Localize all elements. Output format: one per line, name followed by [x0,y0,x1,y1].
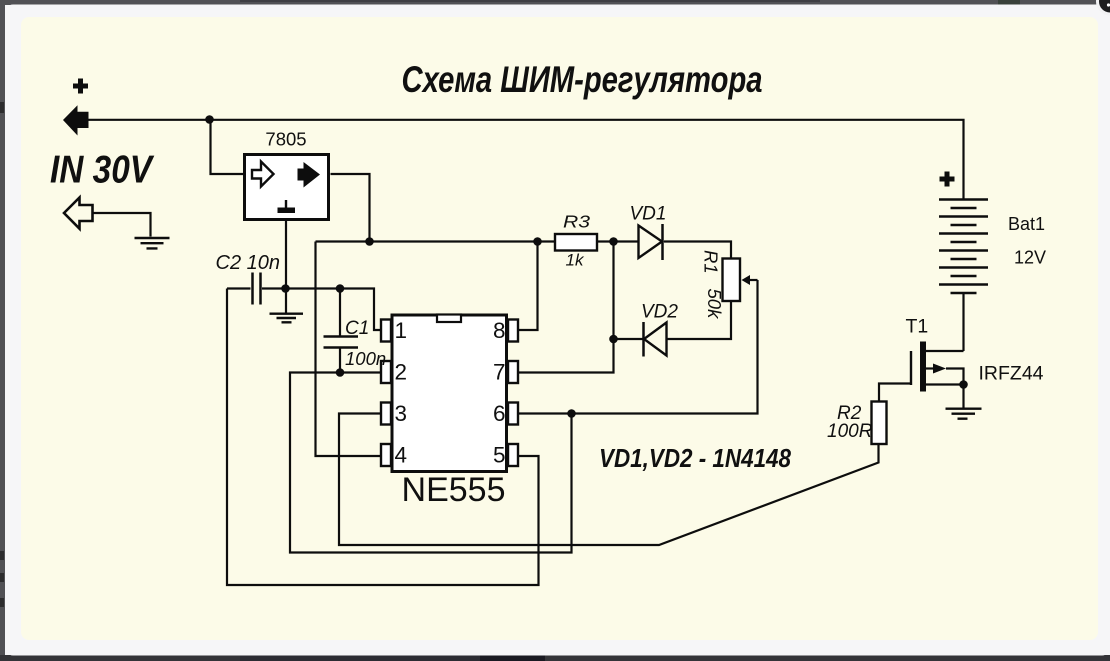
svg-text:R3: R3 [563,212,590,232]
svg-text:Bat1: Bat1 [1008,214,1045,234]
svg-text:4: 4 [395,443,408,468]
svg-text:7: 7 [493,360,506,385]
svg-text:5: 5 [493,443,506,468]
svg-text:VD1,VD2 - 1N4148: VD1,VD2 - 1N4148 [599,443,791,473]
svg-text:50k: 50k [704,289,725,321]
svg-text:R2: R2 [837,403,862,424]
svg-text:100R: 100R [827,421,873,442]
svg-text:7805: 7805 [265,129,306,150]
svg-text:Схема ШИМ-регулятора: Схема ШИМ-регулятора [402,58,763,100]
svg-text:2: 2 [395,360,408,385]
svg-text:12V: 12V [1014,248,1046,268]
svg-text:VD1: VD1 [630,204,667,225]
svg-text:1: 1 [395,318,408,343]
svg-text:8: 8 [493,318,506,343]
svg-text:6: 6 [493,401,506,426]
svg-text:NE555: NE555 [402,471,506,509]
svg-text:VD2: VD2 [641,302,678,323]
svg-text:R1: R1 [701,250,722,274]
svg-text:C2 10n: C2 10n [216,252,281,274]
svg-text:IN 30V: IN 30V [50,149,155,192]
svg-text:IRFZ44: IRFZ44 [979,363,1044,385]
svg-text:100n: 100n [345,348,386,369]
svg-text:C1: C1 [345,318,369,339]
svg-text:3: 3 [395,401,408,426]
svg-text:1k: 1k [566,251,585,270]
svg-text:T1: T1 [906,316,929,338]
